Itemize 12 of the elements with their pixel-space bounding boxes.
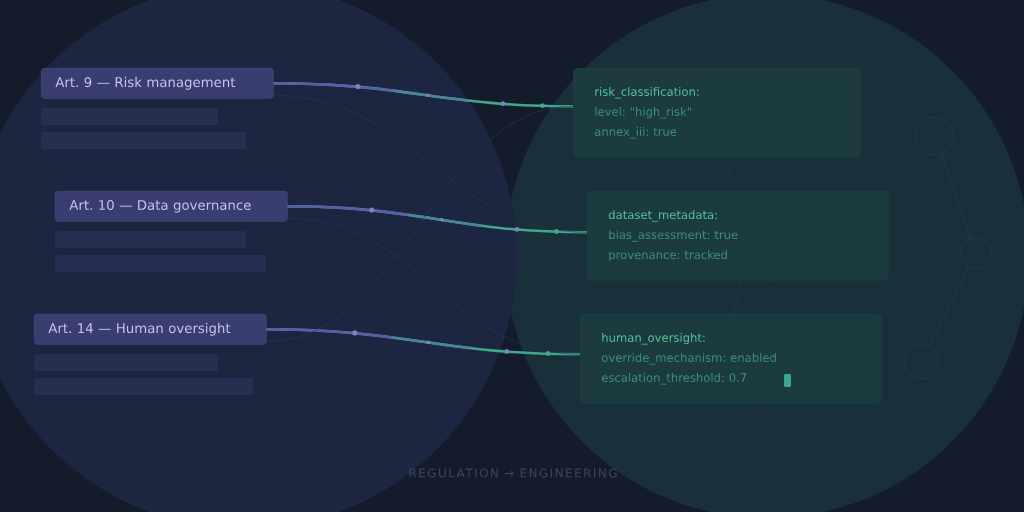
article-box: Art. 9 — Risk management bbox=[41, 68, 274, 99]
config-card: risk_classification: level: "high_risk" annex_iii: true bbox=[573, 68, 861, 158]
connector bbox=[287, 218, 581, 355]
article-box: Art. 10 — Data governance bbox=[55, 191, 288, 222]
config-card: human_oversight: override_mechanism: enabled escalation_threshold: 0.7 bbox=[580, 314, 882, 404]
config-card: dataset_metadata: bias_assessment: true provenance: tracked bbox=[587, 191, 889, 281]
connector bbox=[287, 205, 588, 234]
article-box: Art. 14 — Human oversight bbox=[34, 314, 267, 345]
connector bbox=[273, 82, 574, 108]
connector bbox=[273, 95, 588, 233]
connector bbox=[266, 328, 581, 356]
connector bbox=[266, 105, 574, 342]
